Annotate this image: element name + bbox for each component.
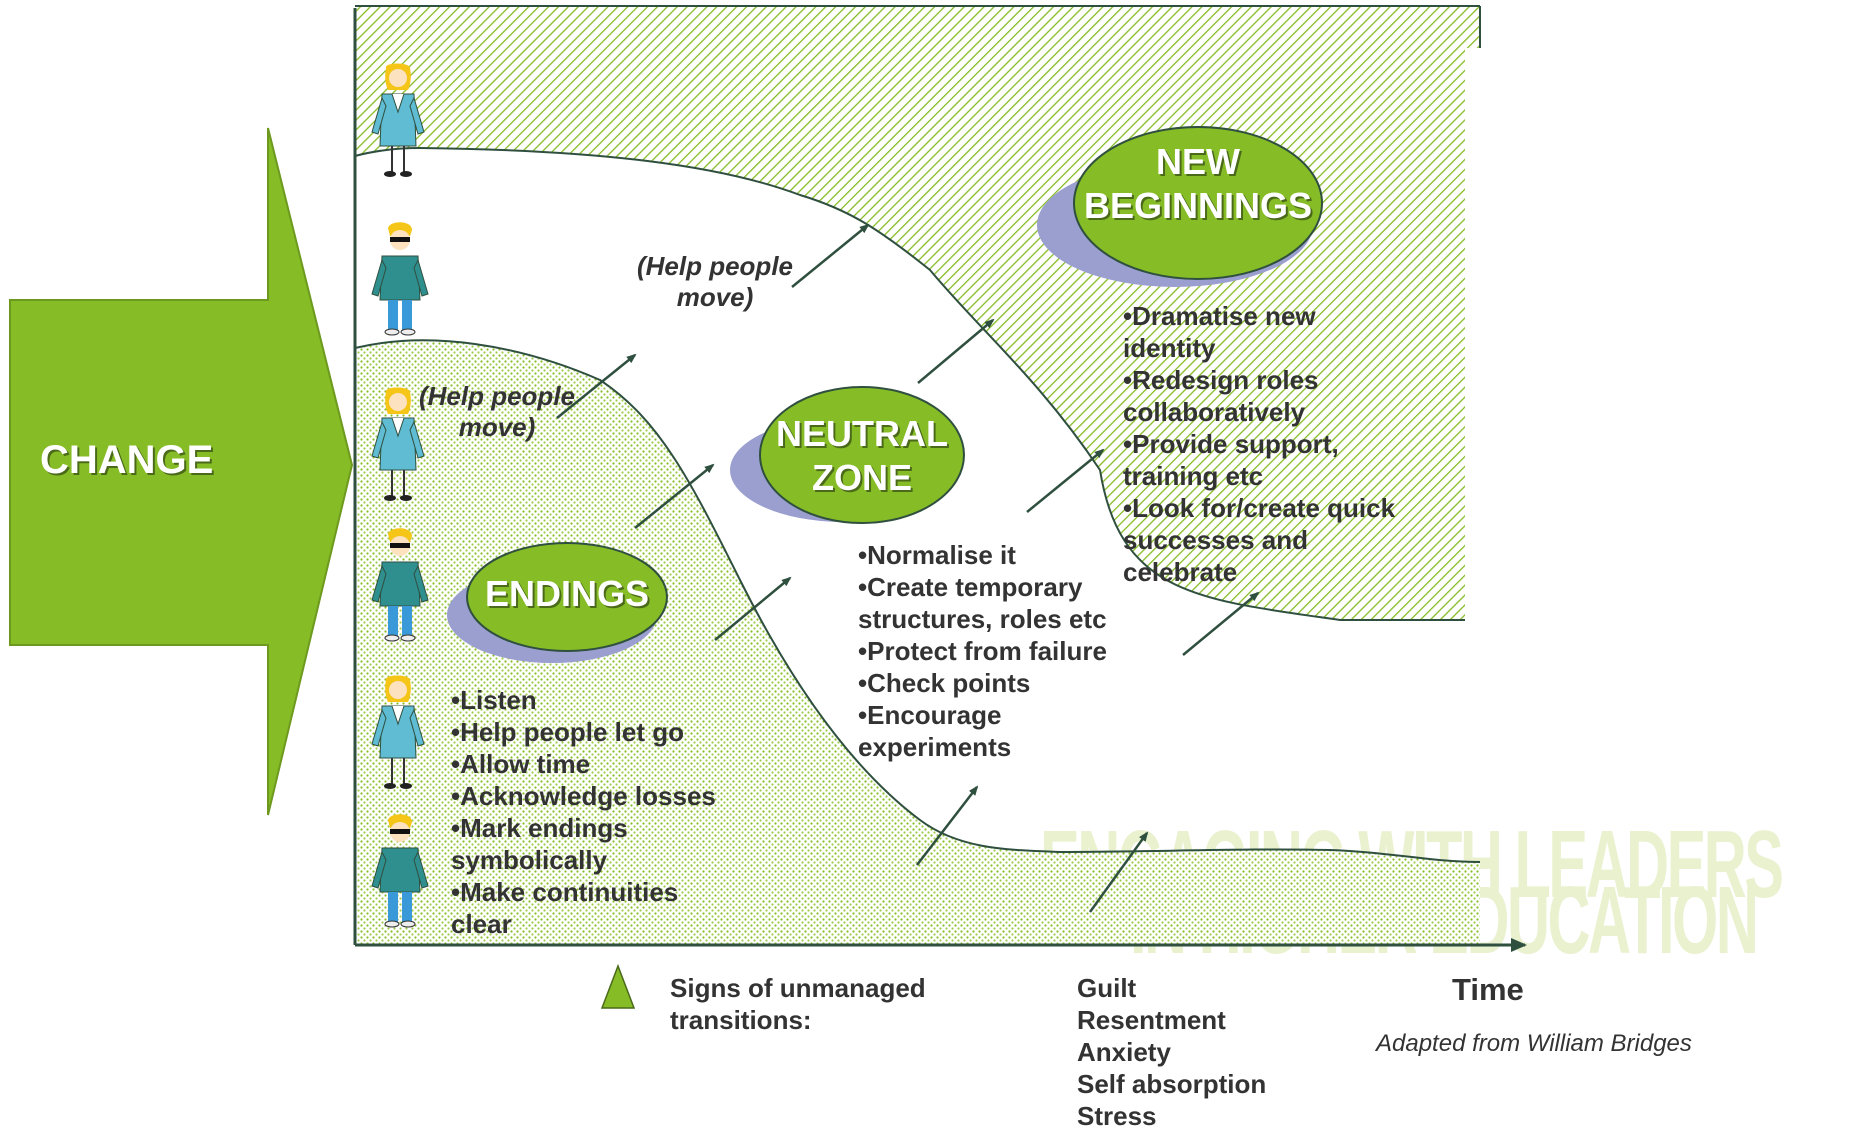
list-item: •Acknowledge losses bbox=[451, 781, 716, 811]
help-line-1: (Help people bbox=[418, 381, 575, 411]
list-item: identity bbox=[1123, 333, 1216, 363]
change-arrow bbox=[9, 127, 354, 816]
list-item: Stress bbox=[1077, 1101, 1157, 1131]
neutral-list: •Normalise it •Create temporary structur… bbox=[858, 539, 1107, 763]
help-line-2: move) bbox=[676, 282, 754, 312]
list-item: celebrate bbox=[1123, 557, 1238, 587]
woman-figure-icon bbox=[371, 387, 425, 501]
man-figure-icon bbox=[371, 528, 429, 642]
list-item: training etc bbox=[1123, 461, 1264, 491]
help-line-2: move) bbox=[458, 412, 536, 442]
lower-curve bbox=[354, 339, 1481, 863]
man-figure-icon bbox=[371, 222, 429, 336]
endings-list: •Listen •Help people let go •Allow time … bbox=[451, 684, 716, 940]
list-item: •Check points bbox=[858, 668, 1031, 698]
new-label-line1: NEW bbox=[1156, 141, 1240, 182]
list-item: •Look for/create quick bbox=[1123, 493, 1396, 523]
upper-curve bbox=[354, 146, 1465, 621]
endings-region bbox=[355, 340, 1480, 946]
legend-title: Signs of unmanaged transitions: bbox=[670, 972, 926, 1036]
list-item: •Protect from failure bbox=[858, 636, 1107, 666]
list-item: •Dramatise new bbox=[1123, 301, 1316, 331]
new-beginnings-list: •Dramatise new identity •Redesign roles … bbox=[1123, 300, 1395, 588]
woman-figure-icon bbox=[371, 63, 425, 177]
woman-figure-icon bbox=[371, 675, 425, 789]
list-item: •Allow time bbox=[451, 749, 591, 779]
legend-title-line1: Signs of unmanaged bbox=[670, 973, 926, 1003]
list-item: •Normalise it bbox=[858, 540, 1016, 570]
list-item: collaboratively bbox=[1123, 397, 1306, 427]
list-item: successes and bbox=[1123, 525, 1309, 555]
list-item: •Listen bbox=[451, 685, 537, 715]
legend-triangle-icon bbox=[600, 963, 636, 1009]
list-item: •Create temporary bbox=[858, 572, 1083, 602]
new-label-line2: BEGINNINGS bbox=[1083, 185, 1313, 226]
neutral-label-line1: NEUTRAL bbox=[776, 413, 948, 454]
help-people-move-label: (Help people move) bbox=[402, 381, 592, 443]
list-item: Resentment bbox=[1077, 1005, 1226, 1035]
person-figures bbox=[371, 63, 429, 928]
legend-title-line2: transitions: bbox=[670, 1005, 812, 1035]
endings-oval bbox=[466, 542, 668, 652]
help-line-1: (Help people bbox=[636, 251, 793, 281]
neutral-label-line2: ZONE bbox=[811, 457, 912, 498]
list-item: •Make continuities bbox=[451, 877, 679, 907]
neutral-oval bbox=[759, 386, 965, 524]
list-item: •Redesign roles bbox=[1123, 365, 1319, 395]
time-axis-label: Time bbox=[1452, 972, 1524, 1007]
man-figure-icon bbox=[371, 814, 429, 928]
help-people-move-label: (Help people move) bbox=[620, 251, 810, 313]
list-item: Self absorption bbox=[1077, 1069, 1267, 1099]
endings-label: ENDINGS bbox=[484, 573, 650, 614]
list-item: experiments bbox=[858, 732, 1012, 762]
list-item: Guilt bbox=[1077, 973, 1137, 1003]
list-item: •Help people let go bbox=[451, 717, 685, 747]
list-item: clear bbox=[451, 909, 512, 939]
list-item: •Encourage bbox=[858, 700, 1002, 730]
progress-arrows bbox=[556, 223, 1260, 913]
list-item: •Provide support, bbox=[1123, 429, 1339, 459]
list-item: •Mark endings bbox=[451, 813, 628, 843]
legend-signs-list: Guilt Resentment Anxiety Self absorption… bbox=[1077, 972, 1266, 1132]
list-item: Anxiety bbox=[1077, 1037, 1171, 1067]
credit-text: Adapted from William Bridges bbox=[1376, 1030, 1692, 1057]
new-oval bbox=[1073, 126, 1323, 280]
change-label: CHANGE bbox=[40, 438, 214, 482]
list-item: symbolically bbox=[451, 845, 608, 875]
list-item: structures, roles etc bbox=[858, 604, 1107, 634]
